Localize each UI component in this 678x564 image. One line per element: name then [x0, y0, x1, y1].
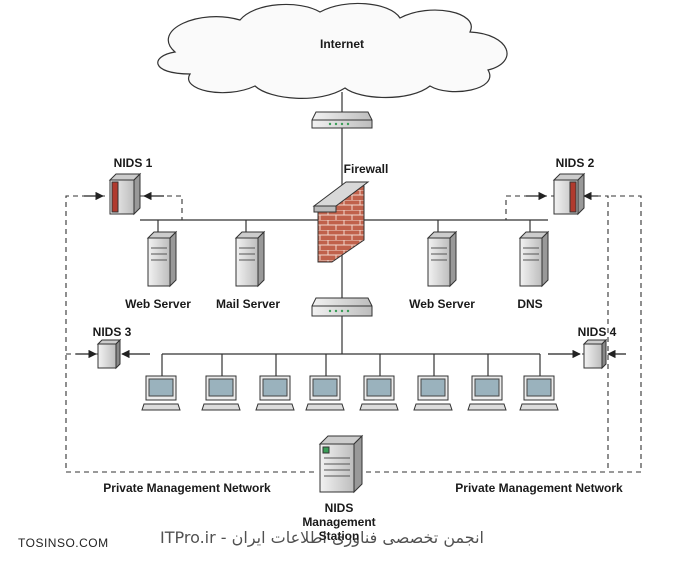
firewall-label: Firewall — [344, 162, 389, 176]
nids-label: NIDS 3 — [93, 325, 132, 339]
management-station-icon — [318, 434, 364, 494]
server-label: Web Server — [409, 297, 475, 311]
workstation-icon — [255, 375, 295, 411]
workstation-row — [141, 375, 559, 411]
server-label: Mail Server — [216, 297, 280, 311]
nids-sensor-icon — [108, 172, 142, 216]
nids-sensor-icon — [96, 338, 122, 370]
server-icon — [426, 230, 458, 288]
workstation-icon — [359, 375, 399, 411]
nids-label: NIDS 4 — [578, 325, 617, 339]
station-label-line1: NIDS — [325, 501, 354, 515]
workstation-icon — [201, 375, 241, 411]
station-label-line2: Management — [302, 515, 375, 529]
workstation-icon — [305, 375, 345, 411]
station-label-line3: Station — [319, 529, 360, 543]
server-label: Web Server — [125, 297, 191, 311]
network-label-left: Private Management Network — [103, 481, 271, 495]
watermark-left: TOSINSO.COM — [18, 536, 109, 550]
internet-cloud: Internet — [157, 2, 508, 99]
router-top-icon — [311, 111, 373, 129]
server-label: DNS — [517, 297, 542, 311]
internet-label: Internet — [320, 37, 364, 51]
router-bottom-icon — [311, 297, 373, 317]
server-icon — [146, 230, 178, 288]
nids-sensor-icon — [582, 338, 608, 370]
watermark-right: ITPro.ir - انجمن تخصصی فناوری اطلاعات ای… — [160, 528, 484, 547]
server-icon — [518, 230, 550, 288]
nids-label: NIDS 1 — [114, 156, 153, 170]
workstation-icon — [141, 375, 181, 411]
workstation-icon — [467, 375, 507, 411]
workstation-icon — [413, 375, 453, 411]
server-icon — [234, 230, 266, 288]
nids-label: NIDS 2 — [556, 156, 595, 170]
firewall-icon: Firewall — [312, 162, 389, 263]
nids-arrows — [76, 191, 626, 359]
nids-sensor-icon — [552, 172, 586, 216]
network-label-right: Private Management Network — [455, 481, 623, 495]
workstation-icon — [519, 375, 559, 411]
